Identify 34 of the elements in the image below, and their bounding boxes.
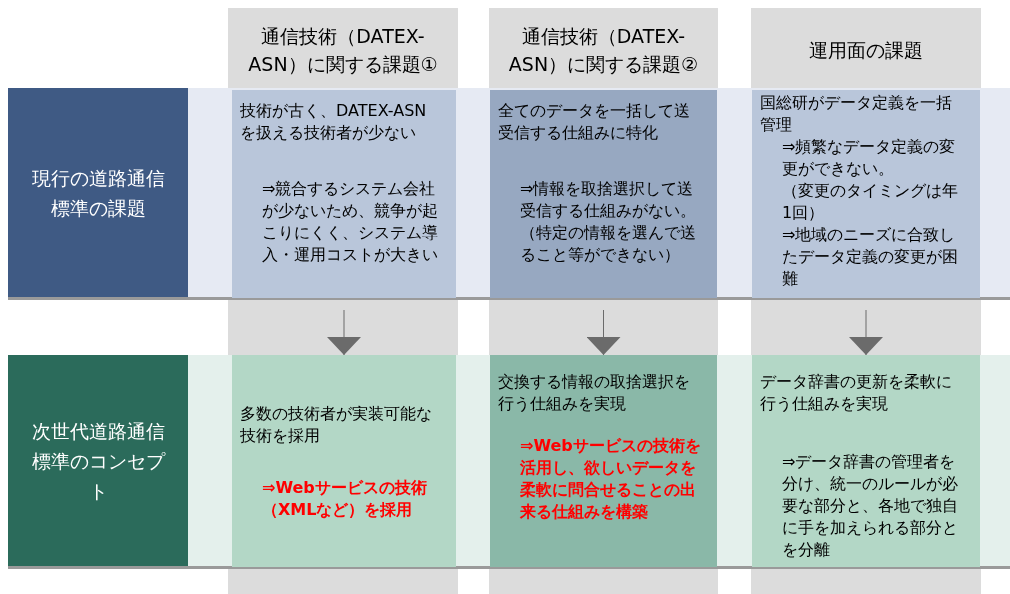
highlight-text: ⇒Webサービスの技術（XMLなど）を採用 bbox=[262, 477, 428, 521]
cell-text: （特定の情報を選んで送ること等ができない） bbox=[520, 222, 697, 266]
cell-text: ⇒頻繁なデータ定義の変更ができない。 bbox=[782, 136, 957, 180]
cell-text: ⇒競合するシステム会社が少ないため、競争が起こりにくく、システム導入・運用コストが大きい bbox=[262, 178, 439, 266]
down-arrow bbox=[849, 309, 883, 356]
row-header: 次世代道路通信標準のコンセプト bbox=[8, 355, 188, 566]
table-cell bbox=[752, 90, 980, 298]
cell-text: データ辞書の更新を柔軟に行う仕組みを実現 bbox=[760, 371, 953, 415]
cell-text: 国総研がデータ定義を一括管理 bbox=[760, 92, 953, 136]
column-header: 通信技術（DATEX-ASN）に関する課題② bbox=[507, 24, 700, 77]
column-header: 運用面の課題 bbox=[808, 38, 924, 63]
down-arrow bbox=[327, 309, 361, 356]
highlight-text: ⇒Webサービスの技術を活用し、欲しいデータを柔軟に問合せることの出来る仕組みを構築 bbox=[520, 435, 702, 523]
table-cell bbox=[232, 355, 456, 567]
column-header: 通信技術（DATEX-ASN）に関する課題① bbox=[247, 24, 439, 77]
cell-text: 全てのデータを一括して送受信する仕組みに特化 bbox=[498, 100, 691, 144]
down-arrow bbox=[586, 309, 621, 356]
cell-text: 技術が古く、DATEX-ASNを扱える技術者が少ない bbox=[240, 100, 428, 144]
cell-text: 交換する情報の取捨選択を行う仕組みを実現 bbox=[498, 371, 691, 415]
cell-text: ⇒地域のニーズに合致したデータ定義の変更が困難 bbox=[782, 224, 959, 290]
column-band bbox=[751, 8, 981, 88]
column-band bbox=[228, 8, 458, 88]
cell-text: ⇒データ辞書の管理者を分け、統一のルールが必要な部分と、各地で独自に手を加えられる部分とを分離 bbox=[782, 451, 959, 561]
cell-text: 多数の技術者が実装可能な技術を採用 bbox=[240, 403, 433, 447]
table-cell bbox=[232, 90, 456, 298]
row-band bbox=[8, 355, 1010, 569]
row-band bbox=[8, 88, 1010, 300]
cell-text: ⇒情報を取捨選択して送受信する仕組みがない。 bbox=[520, 178, 697, 222]
cell-text: （変更のタイミングは年1回） bbox=[782, 180, 959, 224]
row-header: 現行の道路通信標準の課題 bbox=[8, 88, 188, 297]
table-cell bbox=[752, 355, 980, 567]
column-band bbox=[489, 8, 718, 88]
table-cell bbox=[490, 90, 717, 298]
table-cell bbox=[490, 355, 717, 567]
